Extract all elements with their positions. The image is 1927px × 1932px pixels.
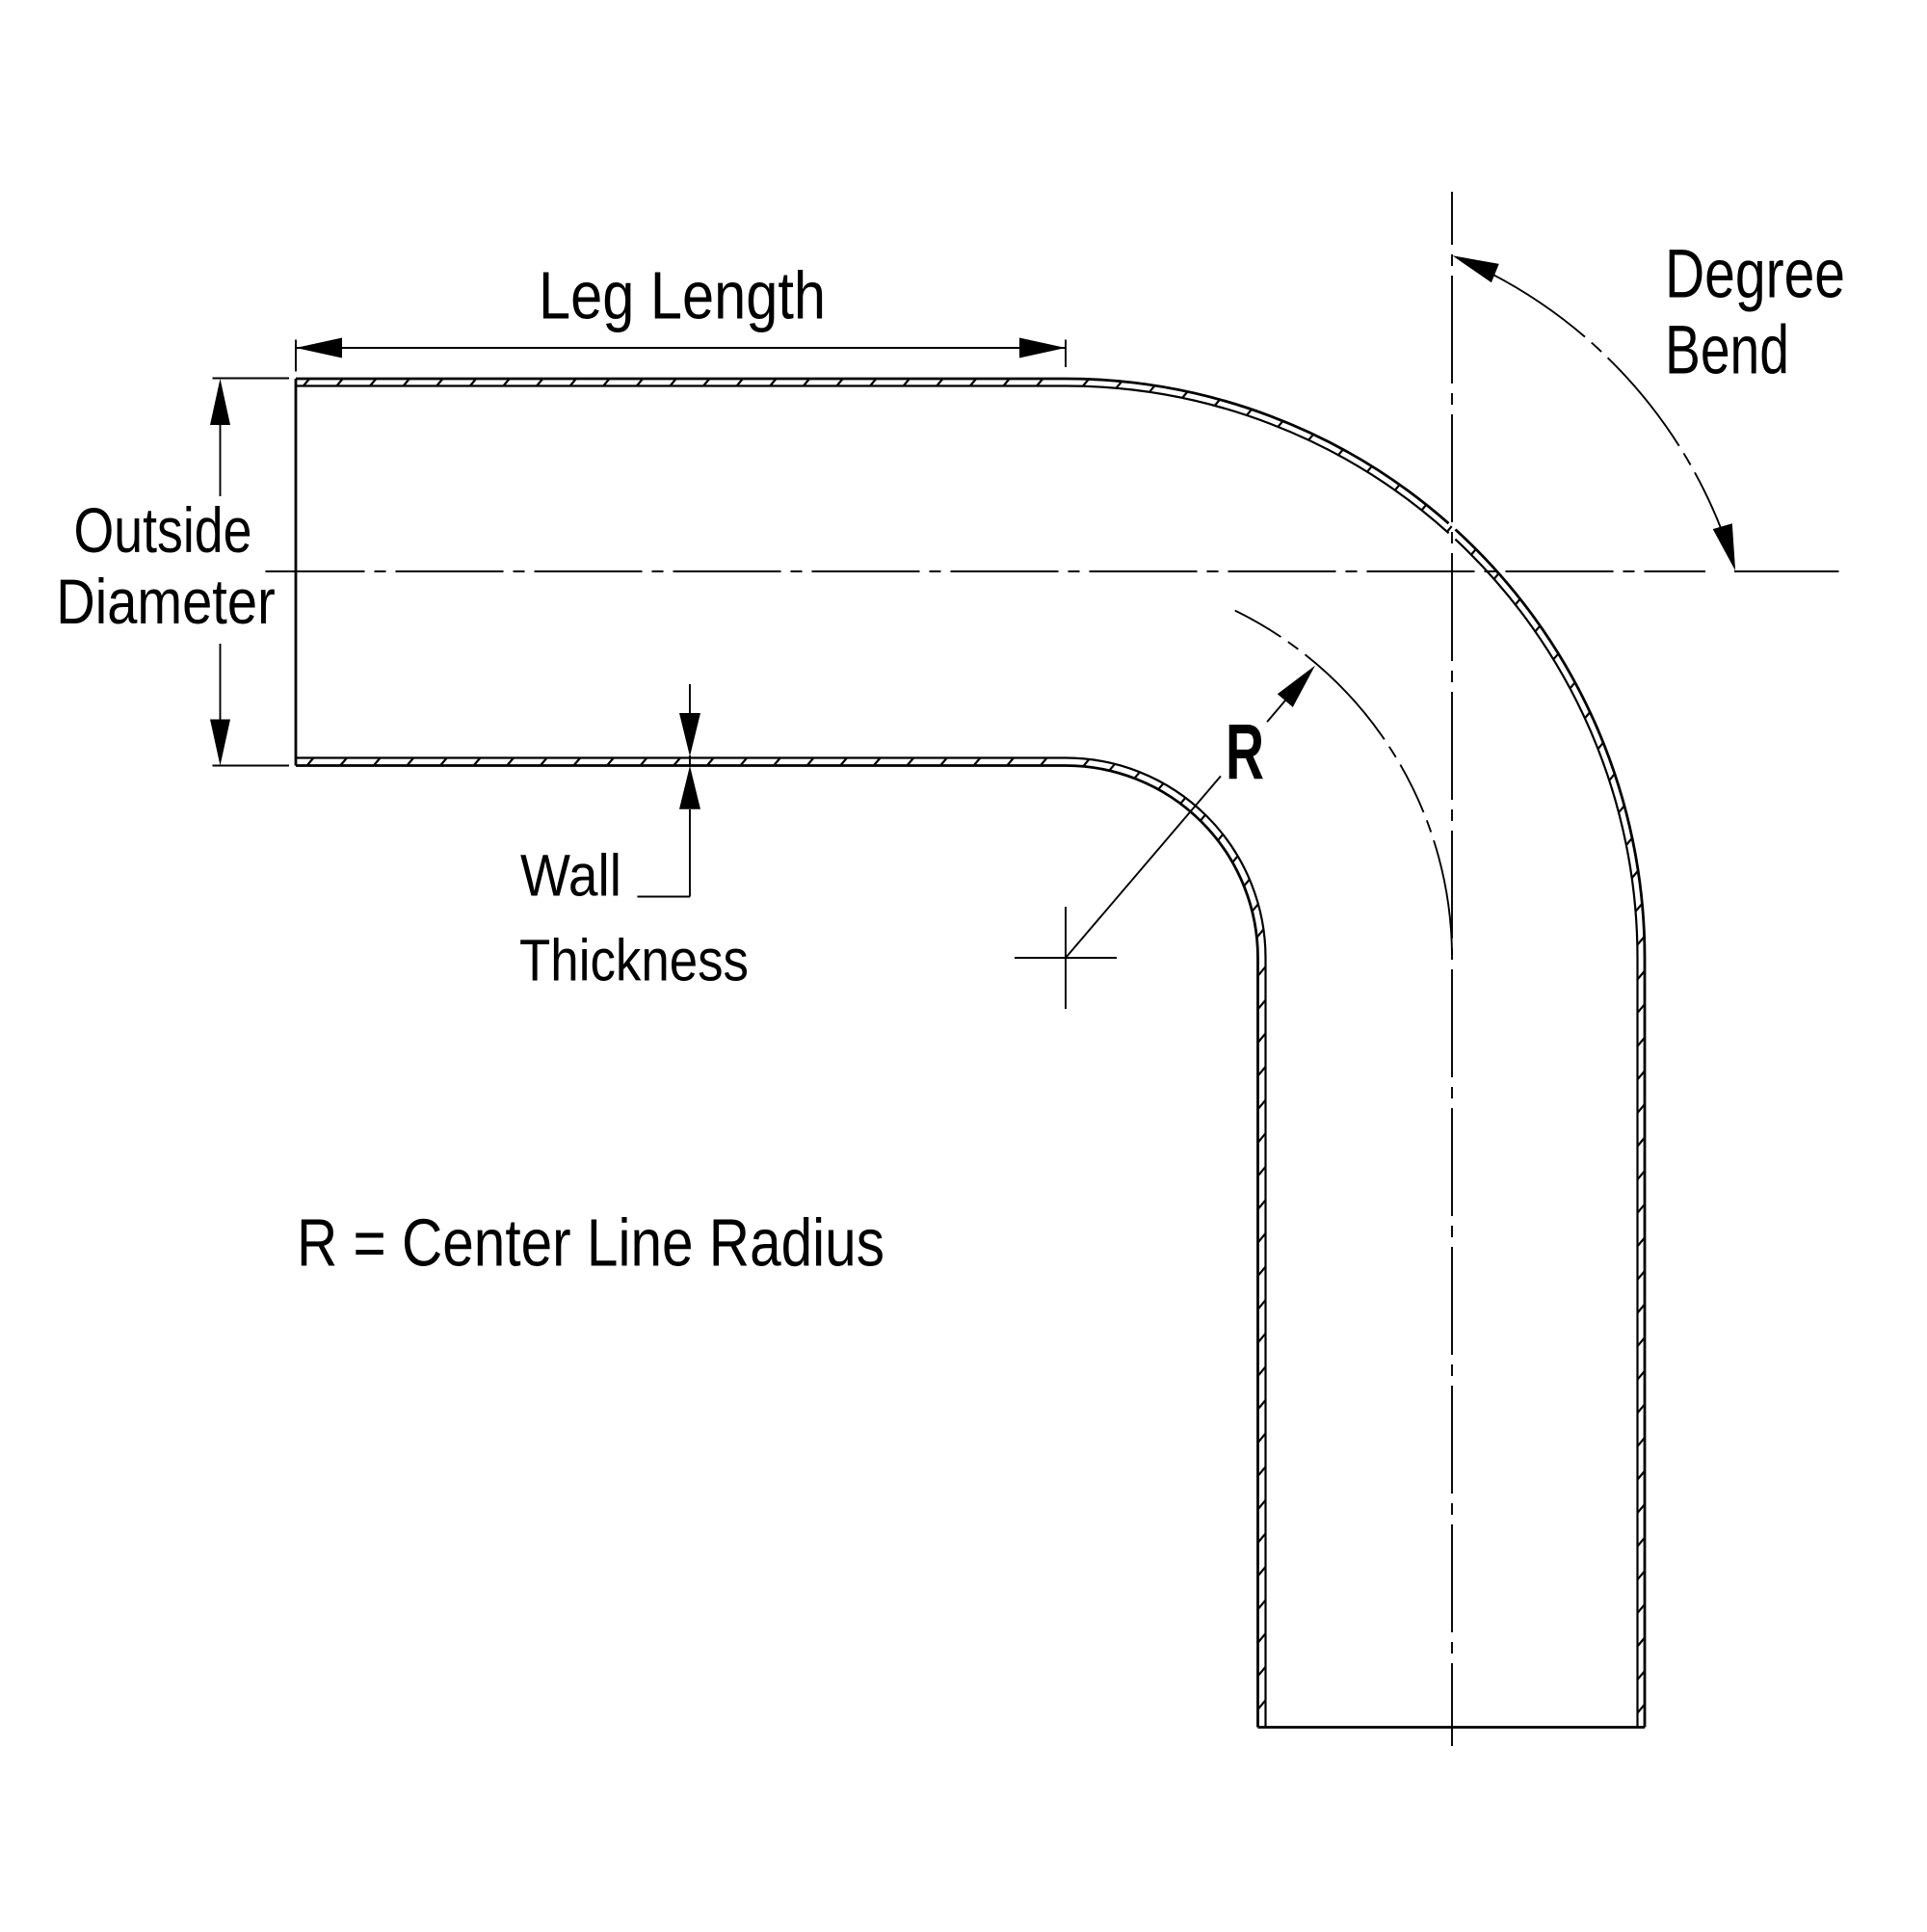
svg-text:Degree: Degree: [1665, 236, 1845, 312]
svg-text:Outside: Outside: [74, 495, 252, 566]
svg-text:R: R: [1226, 709, 1264, 797]
svg-text:Leg Length: Leg Length: [539, 258, 826, 333]
svg-text:Bend: Bend: [1665, 313, 1789, 389]
svg-text:Wall: Wall: [520, 843, 621, 910]
svg-text:Diameter: Diameter: [56, 567, 276, 637]
svg-text:Thickness: Thickness: [519, 928, 749, 994]
svg-text:R = Center Line Radius: R = Center Line Radius: [297, 1204, 884, 1280]
